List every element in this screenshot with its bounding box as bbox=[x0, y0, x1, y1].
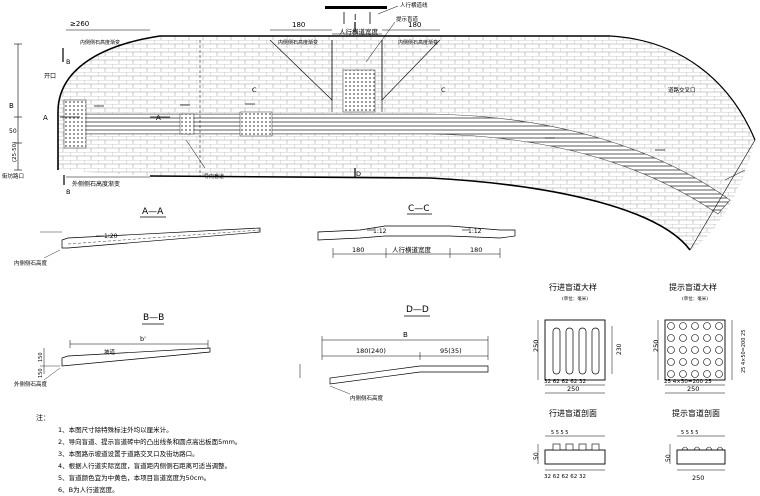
plan-dim-I: I bbox=[354, 13, 356, 22]
plan-sec-A-left: A bbox=[43, 114, 48, 122]
detail-guide-dims-bottom: 32 62 62 62 32 bbox=[544, 379, 586, 385]
section-aa-slope: 1:20 bbox=[104, 233, 118, 240]
plan-sec-A-right: A bbox=[156, 114, 161, 122]
section-dd-dim-B: B bbox=[403, 331, 408, 339]
detail-guide-tile bbox=[537, 319, 613, 394]
section-bb bbox=[40, 323, 211, 381]
section-hint-profile bbox=[669, 435, 726, 471]
section-hint-title: 提示盲道剖面 bbox=[672, 408, 720, 418]
plan-sec-B-top: B bbox=[66, 58, 70, 66]
section-dd-title: D—D bbox=[406, 305, 429, 315]
plan-label-outer-curb: 外侧侧石高度渐变 bbox=[72, 180, 120, 188]
note-item-5: 5、盲道颜色宜为中黄色，本项目盲道宽度为50cm。 bbox=[58, 474, 211, 482]
detail-hint-dim-right: 25 4×50=200 25 bbox=[741, 330, 747, 373]
section-dd-dim-95: 95(35) bbox=[440, 347, 462, 355]
plan-dim-180-right: 180 bbox=[408, 21, 421, 29]
detail-hint-unit: (单位：毫米) bbox=[682, 295, 708, 302]
section-guide-dim-50: 50 bbox=[533, 452, 540, 460]
plan-label-50: 50 bbox=[9, 128, 17, 135]
note-item-6: 6、B为人行道宽度。 bbox=[58, 486, 119, 494]
section-cc-dim-left: 180 bbox=[352, 246, 364, 254]
section-guide-title: 行进盲道剖面 bbox=[549, 408, 597, 418]
section-guide-dims-top: 5 5 5 5 bbox=[551, 430, 569, 436]
plan-label-inner-curb-2: 内侧侧石高度渐变 bbox=[278, 39, 318, 46]
section-hint-dims-top: 5 5 5 5 bbox=[681, 430, 699, 436]
section-cc-slope-left: 1:12 bbox=[373, 228, 387, 235]
plan-label-B: B bbox=[9, 102, 14, 110]
plan-label-walk-line: 人行横道线 bbox=[400, 1, 428, 9]
section-aa-title: A—A bbox=[142, 207, 164, 217]
detail-guide-dim-230: 230 bbox=[616, 343, 623, 355]
plan-label-open: 开口 bbox=[44, 73, 56, 80]
section-aa-label: 内侧侧石高度 bbox=[14, 259, 48, 267]
section-bb-title: B—B bbox=[143, 313, 164, 323]
plan-label-inner-curb-3: 内侧侧石高度渐变 bbox=[398, 39, 438, 46]
section-bb-dim-150: 150 bbox=[38, 352, 44, 362]
section-bb-dim-b: b' bbox=[140, 335, 146, 343]
detail-guide-dim-250: 250 bbox=[532, 340, 540, 352]
section-cc-dim-mid: 人行横道宽度 bbox=[392, 245, 432, 254]
section-dd-label: 内侧侧石高度 bbox=[350, 394, 384, 402]
detail-guide-title: 行进盲道大样 bbox=[549, 282, 597, 292]
plan-label-road-entrance: 道路交叉口 bbox=[668, 86, 696, 94]
detail-hint-dim-250-bottom: 250 bbox=[687, 385, 699, 393]
detail-guide-dim-250-bottom: 250 bbox=[567, 385, 579, 393]
section-cc-dim-right: 180 bbox=[470, 246, 482, 254]
plan-label-25-50: (25-50) bbox=[12, 142, 18, 162]
section-bb-label-slope: 坡道 bbox=[104, 348, 116, 356]
note-item-4: 4、根据人行道实际宽度，盲道距内侧侧石距离可适当调整。 bbox=[58, 462, 232, 470]
detail-hint-title: 提示盲道大样 bbox=[669, 282, 717, 292]
plan-dim-min: ≥260 bbox=[70, 20, 89, 28]
section-guide-profile bbox=[537, 435, 606, 471]
plan-sec-D-bottom: D bbox=[356, 170, 361, 178]
section-aa bbox=[40, 216, 261, 259]
section-cc-title: C—C bbox=[408, 204, 430, 214]
plan-dim-180-left: 180 bbox=[292, 21, 305, 29]
section-hint-dim-50: 50 bbox=[665, 454, 672, 462]
section-bb-dim-150b: 150 bbox=[38, 368, 44, 378]
section-cc-slope-right: 1:12 bbox=[468, 228, 482, 235]
notes-title: 注： bbox=[36, 414, 50, 422]
note-item-2: 2、导向盲道、提示盲道砖中的凸出线条和圆点高出板面5mm。 bbox=[58, 438, 242, 446]
plan-sec-C-left: C bbox=[252, 86, 257, 94]
section-dd-dim-180: 180(240) bbox=[356, 347, 386, 355]
plan-label-street-entrance: 街坊路口 bbox=[2, 172, 24, 180]
plan-label-inner-curb: 内侧侧石高度渐变 bbox=[80, 39, 120, 46]
section-cc bbox=[317, 213, 516, 258]
section-guide-dims-bottom: 32 62 62 62 32 bbox=[544, 474, 586, 480]
detail-hint-dim-250: 250 bbox=[652, 340, 660, 352]
plan-sec-C-right: C bbox=[441, 86, 446, 94]
plan-label-guide: 导向盲道 bbox=[204, 173, 224, 180]
section-dd bbox=[299, 315, 489, 395]
detail-hint-dims-bottom: 25 4×50=200 25 bbox=[664, 379, 712, 385]
note-item-3: 3、本图路示坡道设置于道路交叉口及街坊路口。 bbox=[58, 450, 199, 458]
detail-hint-tile bbox=[657, 319, 733, 394]
plan-label-hint-blind: 提示盲道 bbox=[396, 15, 419, 23]
detail-guide-unit: (单位：毫米) bbox=[562, 295, 588, 302]
section-hint-dim-250: 250 bbox=[692, 474, 704, 482]
note-item-1: 1、本图尺寸除特殊标注外均以厘米计。 bbox=[58, 426, 173, 434]
plan-label-walk-width: 人行横道宽度 bbox=[339, 27, 379, 36]
section-bb-label-outer: 外侧侧石高度 bbox=[14, 380, 48, 388]
plan-view bbox=[14, 5, 756, 251]
plan-sec-B-bottom: B bbox=[66, 188, 70, 196]
